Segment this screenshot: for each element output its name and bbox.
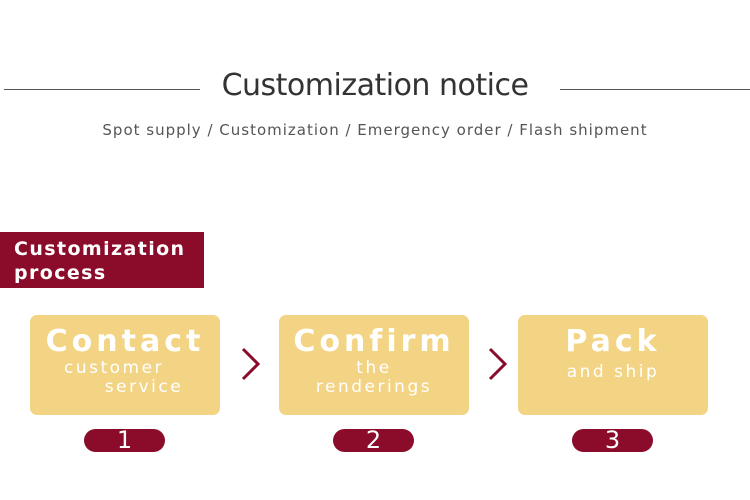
step-subtitle-line-1: customer	[63, 358, 165, 378]
title-rule-left	[4, 89, 200, 90]
step-subtitle-line-2: renderings	[315, 377, 433, 397]
page-title: Customization notice	[221, 68, 529, 103]
step-subtitle-line-1: the	[356, 358, 392, 378]
step-card-pack: Pack and ship	[518, 315, 708, 415]
chevron-right-icon	[241, 347, 261, 381]
step-title: Pack	[565, 324, 661, 359]
step-number-badge: 3	[572, 428, 653, 452]
banner-line-1: Customization	[14, 238, 186, 260]
page-subtitle: Spot supply / Customization / Emergency …	[102, 121, 648, 139]
step-number-badge: 1	[84, 428, 165, 452]
step-number-badge: 2	[333, 428, 414, 452]
step-title: Confirm	[293, 324, 455, 359]
process-banner: Customization process	[0, 232, 204, 288]
step-card-contact: Contact customer service	[30, 315, 220, 415]
banner-line-2: process	[14, 262, 107, 284]
title-rule-right	[560, 89, 750, 90]
step-title: Contact	[45, 324, 205, 359]
step-subtitle-line-1: and ship	[566, 362, 660, 382]
step-card-confirm: Confirm the renderings	[279, 315, 469, 415]
step-subtitle-line-2: service	[104, 377, 184, 397]
chevron-right-icon	[488, 347, 508, 381]
